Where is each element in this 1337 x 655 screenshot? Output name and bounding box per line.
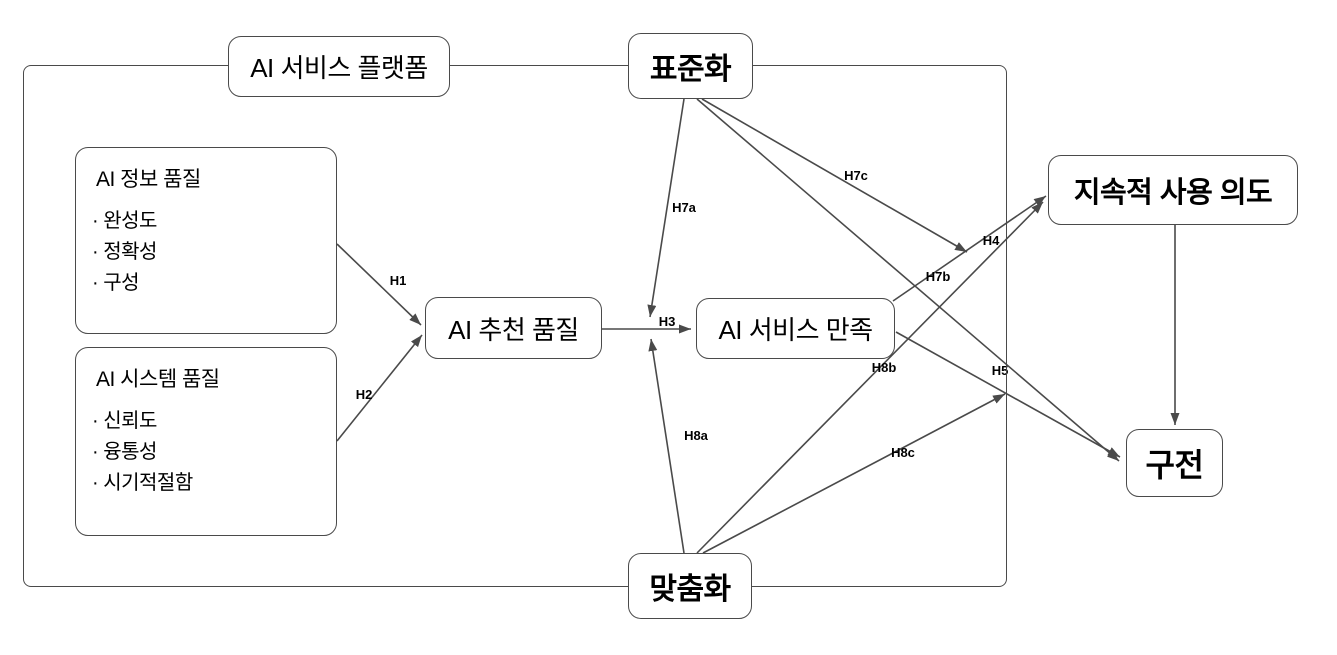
info-quality-item: 완성도 — [92, 206, 157, 237]
edge-h7a-moderation — [647, 98, 685, 318]
node-service-satisfaction: AI 서비스 만족 — [696, 298, 895, 359]
edge-h2 — [336, 334, 423, 442]
label-h8c: H8c — [891, 445, 915, 460]
system-quality-item: 시기적절함 — [92, 468, 193, 499]
label-h8a: H8a — [684, 428, 709, 443]
recommendation-quality-label: AI 추천 품질 — [448, 314, 579, 345]
word-of-mouth-label: 구전 — [1145, 447, 1204, 483]
node-system-quality: AI 시스템 품질 신뢰도 융통성 시기적절함 — [75, 347, 337, 536]
label-h8b: H8b — [872, 360, 897, 375]
label-h4: H4 — [983, 233, 1000, 248]
node-recommendation-quality: AI 추천 품질 — [425, 297, 602, 359]
label-h7b: H7b — [926, 269, 951, 284]
platform-title-label: AI 서비스 플랫폼 — [250, 53, 428, 83]
system-quality-title: AI 시스템 품질 — [96, 368, 220, 391]
edge-h8b — [696, 201, 1044, 554]
edge-h7b — [696, 98, 1120, 462]
label-h7a: H7a — [672, 200, 697, 215]
edge-h8c-moderation — [702, 393, 1006, 554]
continuous-use-intention-label: 지속적 사용 의도 — [1073, 177, 1273, 209]
edge-h7c-moderation — [701, 98, 968, 253]
node-info-quality: AI 정보 품질 완성도 정확성 구성 — [75, 147, 337, 334]
node-continuous-use-intention: 지속적 사용 의도 — [1048, 155, 1298, 225]
edge-h5 — [895, 331, 1121, 458]
system-quality-item: 신뢰도 — [92, 406, 157, 437]
standardization-label: 표준화 — [649, 53, 732, 86]
node-word-of-mouth: 구전 — [1126, 429, 1223, 497]
edge-h8a-moderation — [648, 338, 685, 554]
edge-h4 — [892, 195, 1047, 302]
label-h7c: H7c — [844, 168, 868, 183]
label-h5: H5 — [992, 363, 1009, 378]
label-h2: H2 — [356, 387, 373, 402]
customization-label: 맞춤화 — [649, 573, 731, 606]
service-satisfaction-label: AI 서비스 만족 — [718, 315, 873, 345]
node-standardization: 표준화 — [628, 33, 753, 99]
info-quality-item: 구성 — [92, 268, 139, 299]
edge-h1 — [336, 243, 422, 326]
info-quality-title: AI 정보 품질 — [96, 168, 201, 191]
node-customization: 맞춤화 — [628, 553, 752, 619]
system-quality-item: 융통성 — [92, 437, 157, 468]
node-platform-title: AI 서비스 플랫폼 — [228, 36, 450, 97]
info-quality-item: 정확성 — [92, 237, 157, 268]
label-h3: H3 — [659, 314, 676, 329]
label-h1: H1 — [390, 273, 407, 288]
